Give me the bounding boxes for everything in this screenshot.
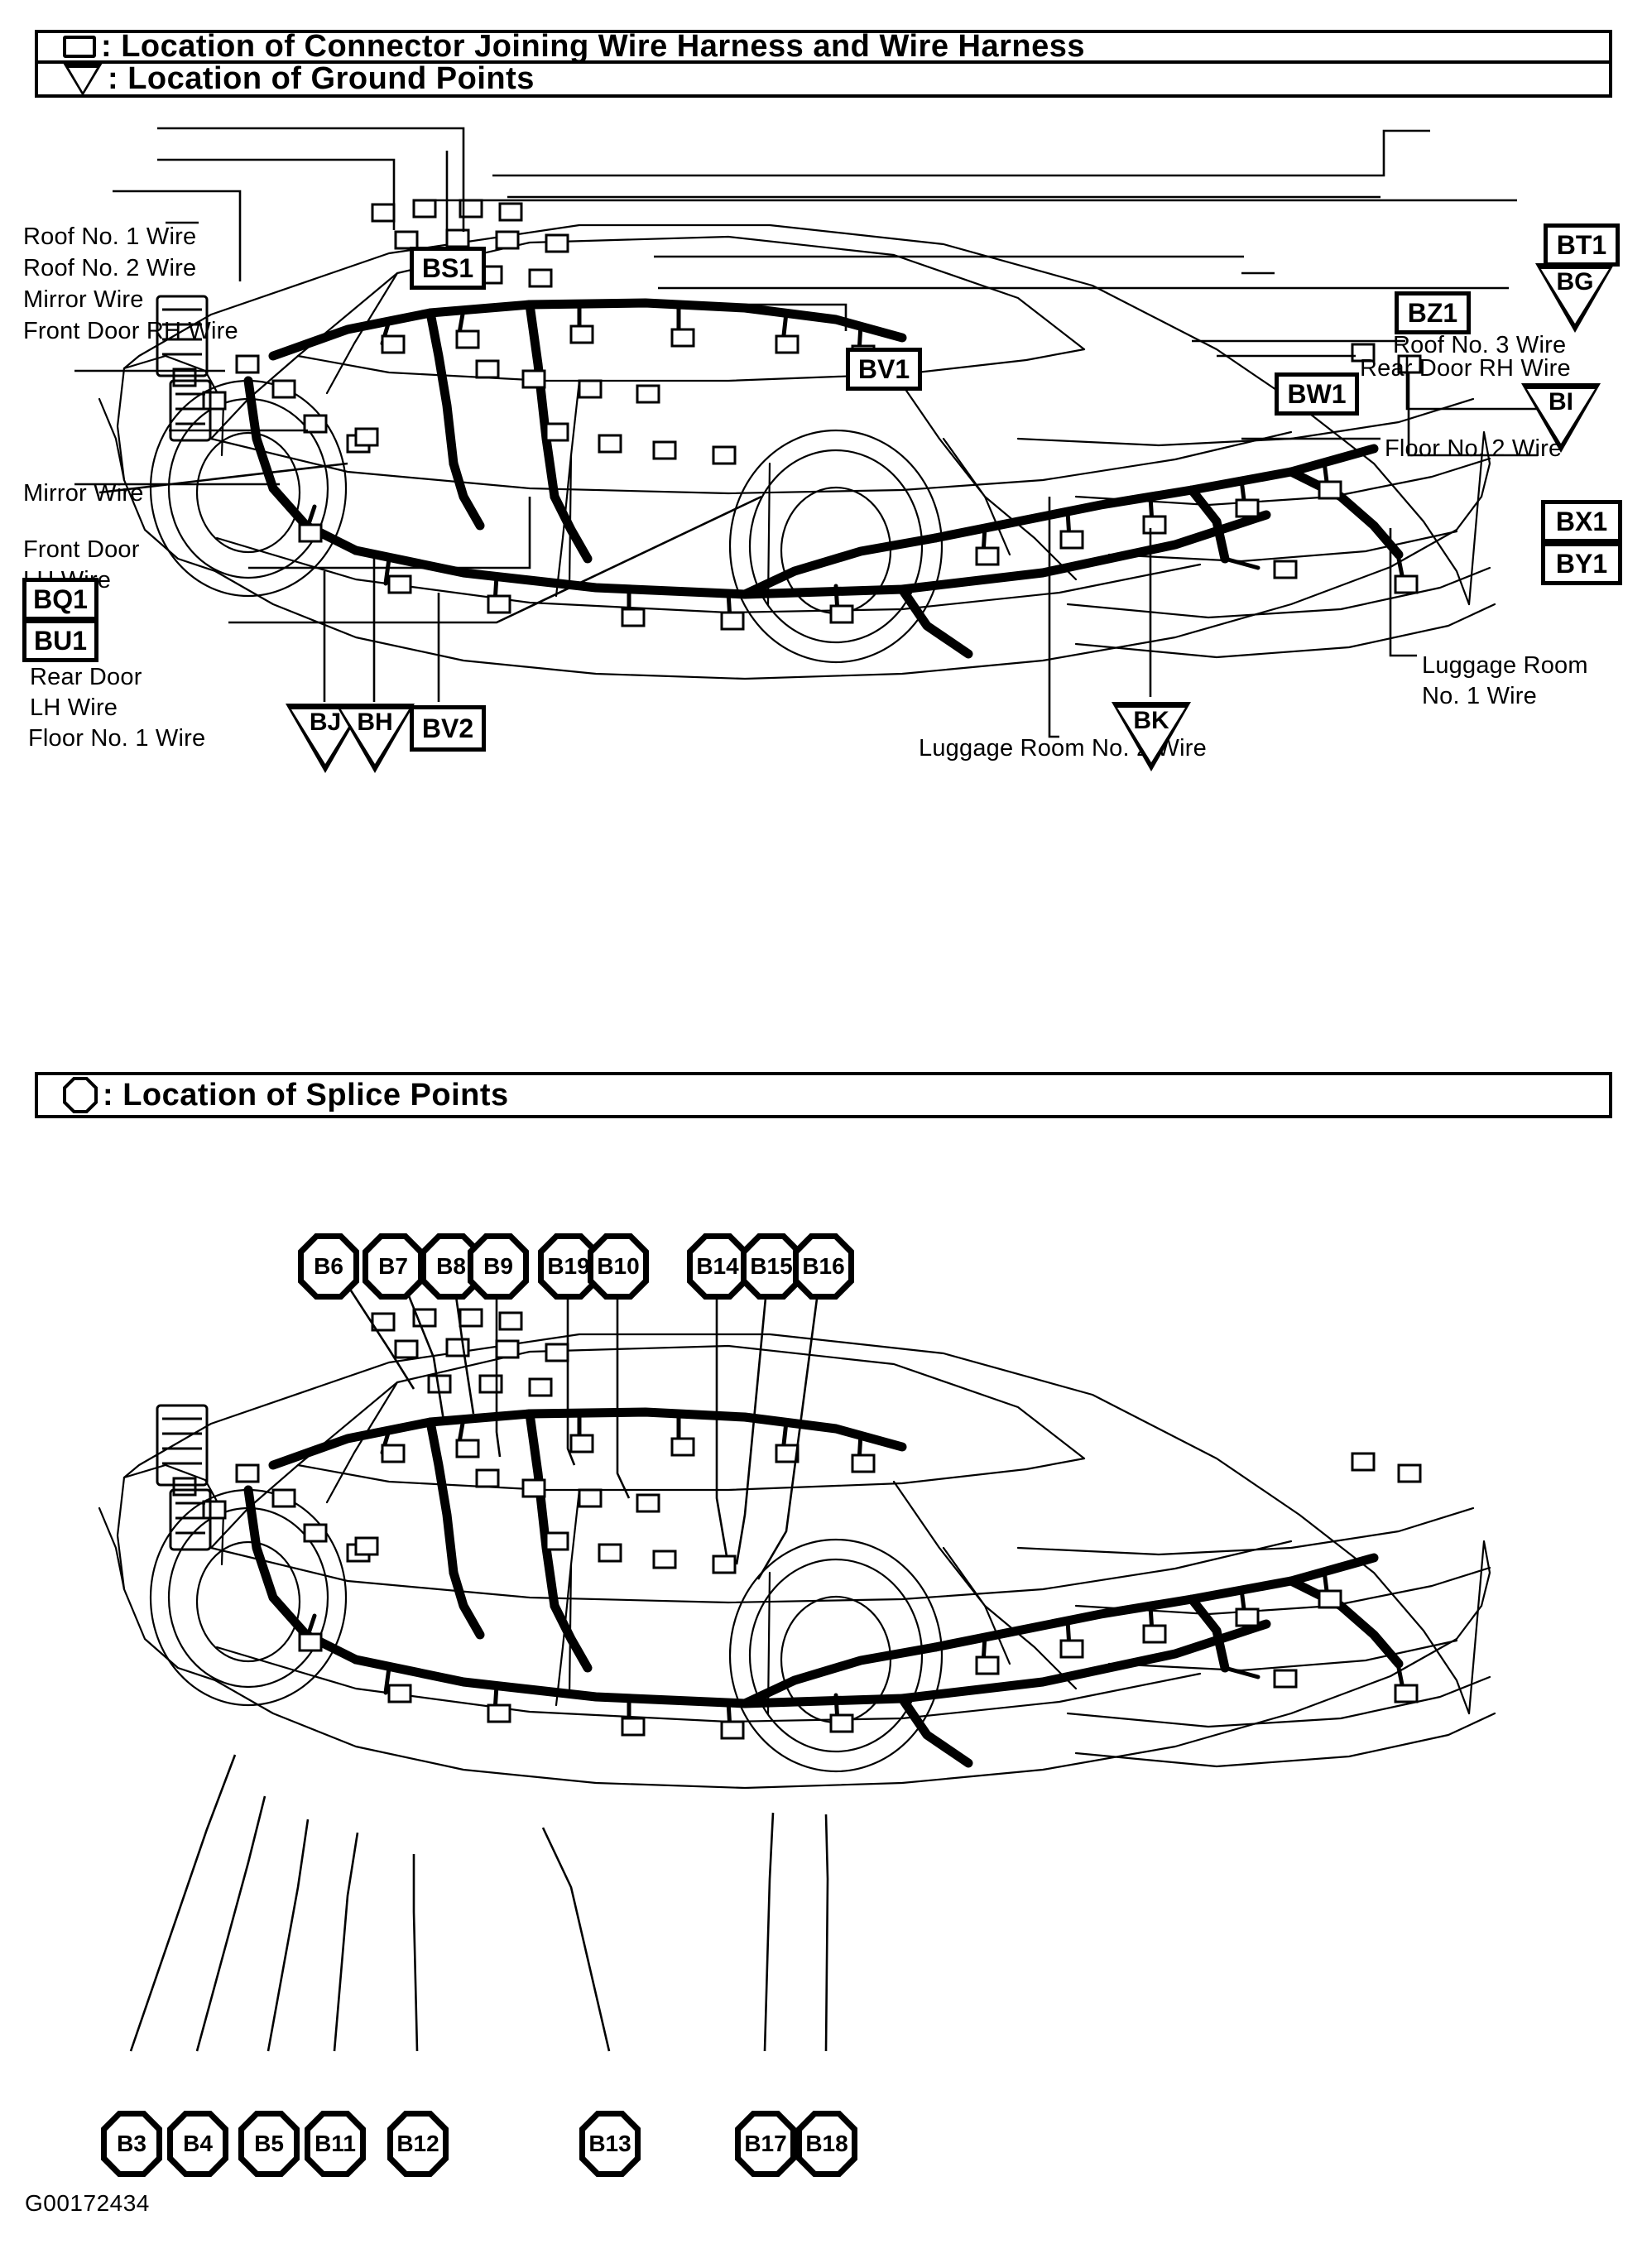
triangle-icon (63, 62, 103, 96)
legend-splice: : Location of Splice Points (35, 1072, 1612, 1118)
label-front-door-rh-wire: Front Door RH Wire (23, 318, 238, 344)
connector-bz1-label: BZ1 (1407, 298, 1458, 328)
connector-bt1[interactable]: BT1 (1544, 223, 1620, 267)
splice-b7[interactable]: B7 (363, 1233, 424, 1300)
splice-b17-label: B17 (744, 2131, 787, 2156)
connector-by1[interactable]: BY1 (1541, 542, 1622, 585)
legend-row-splice: : Location of Splice Points (38, 1075, 1609, 1115)
connector-bx1-label: BX1 (1555, 507, 1608, 536)
splice-b13[interactable]: B13 (579, 2111, 641, 2177)
leader-lines-bottom (129, 1254, 829, 2052)
splice-b9[interactable]: B9 (468, 1233, 529, 1300)
splice-b19-label: B19 (547, 1253, 590, 1279)
ground-bh[interactable]: BH (335, 704, 415, 773)
splice-b3-label: B3 (117, 2131, 146, 2156)
splice-b12[interactable]: B12 (387, 2111, 449, 2177)
connector-bv2-label: BV2 (421, 714, 474, 743)
leader-lines-top (74, 127, 1538, 738)
splice-b5-label: B5 (254, 2131, 284, 2156)
rectangle-icon (63, 36, 96, 58)
ground-bg-label: BG (1556, 268, 1594, 296)
splice-b16-label: B16 (802, 1253, 845, 1279)
connector-bs1-label: BS1 (421, 253, 474, 283)
vehicle-diagram-bottom (98, 1308, 1496, 1790)
splice-b18-label: B18 (805, 2131, 848, 2156)
splice-b11-label: B11 (315, 2131, 356, 2156)
splice-b17[interactable]: B17 (735, 2111, 796, 2177)
connector-bw1[interactable]: BW1 (1275, 372, 1359, 416)
splice-b12-label: B12 (396, 2131, 439, 2156)
legend-splice-text: : Location of Splice Points (103, 1077, 509, 1112)
label-luggage-room-no-1-wire: Luggage Room No. 1 Wire (1422, 652, 1588, 710)
connector-bz1[interactable]: BZ1 (1395, 291, 1471, 334)
label-roof-no-2-wire: Roof No. 2 Wire (23, 255, 197, 281)
connector-bq1-label: BQ1 (33, 584, 88, 614)
splice-b6-label: B6 (314, 1253, 343, 1279)
label-rear-door-lh-wire: Rear Door LH Wire (30, 664, 142, 722)
connector-bv1-label: BV1 (857, 354, 910, 384)
legend-connector-ground: : Location of Connector Joining Wire Har… (35, 29, 1612, 98)
splice-b7-label: B7 (378, 1253, 408, 1279)
octagon-icon (63, 1077, 98, 1113)
splice-b16[interactable]: B16 (793, 1233, 854, 1300)
connector-bv2[interactable]: BV2 (410, 705, 486, 752)
splice-b6[interactable]: B6 (298, 1233, 359, 1300)
connector-bu1[interactable]: BU1 (22, 619, 98, 662)
label-rear-door-rh-wire: Rear Door RH Wire (1360, 355, 1571, 382)
ground-bh-label: BH (357, 709, 393, 736)
splice-b3[interactable]: B3 (101, 2111, 162, 2177)
legend-ground-text: : Location of Ground Points (108, 61, 535, 96)
splice-b8-label: B8 (436, 1253, 466, 1279)
splice-b5[interactable]: B5 (238, 2111, 300, 2177)
legend-connector-text: : Location of Connector Joining Wire Har… (101, 29, 1085, 64)
connector-bv1[interactable]: BV1 (846, 348, 922, 391)
splice-b4[interactable]: B4 (167, 2111, 228, 2177)
connector-bu1-label: BU1 (33, 626, 87, 656)
label-mirror-wire-top: Mirror Wire (23, 286, 144, 313)
splice-b11[interactable]: B11 (305, 2111, 366, 2177)
label-mirror-wire-left: Mirror Wire (23, 480, 144, 507)
connector-bx1[interactable]: BX1 (1541, 500, 1622, 543)
splice-b4-label: B4 (183, 2131, 213, 2156)
label-roof-no-3-wire: Roof No. 3 Wire (1393, 332, 1567, 358)
figure-code: G00172434 (25, 2190, 150, 2216)
splice-b19[interactable]: B19 (538, 1233, 599, 1300)
connector-by1-label: BY1 (1555, 549, 1608, 579)
splice-b14[interactable]: B14 (687, 1233, 748, 1300)
connector-bs1[interactable]: BS1 (410, 247, 486, 290)
ground-bi-label: BI (1549, 388, 1573, 416)
splice-b10[interactable]: B10 (588, 1233, 649, 1300)
legend-row-connector: : Location of Connector Joining Wire Har… (38, 29, 1609, 64)
ground-bj-label: BJ (309, 709, 342, 736)
label-luggage-room-no-2-wire: Luggage Room No. 2 Wire (919, 735, 1207, 762)
legend-row-ground: : Location of Ground Points (38, 61, 1609, 96)
splice-b15[interactable]: B15 (741, 1233, 802, 1300)
label-roof-no-1-wire: Roof No. 1 Wire (23, 223, 197, 250)
connector-bq1[interactable]: BQ1 (22, 578, 98, 621)
ground-bk-label: BK (1133, 707, 1169, 734)
splice-b9-label: B9 (483, 1253, 513, 1279)
label-floor-no-1-wire: Floor No. 1 Wire (28, 725, 206, 752)
splice-b14-label: B14 (696, 1253, 739, 1279)
ground-bi[interactable]: BI (1521, 383, 1601, 453)
connector-bt1-label: BT1 (1556, 230, 1607, 260)
connector-bw1-label: BW1 (1287, 379, 1347, 409)
ground-bg[interactable]: BG (1535, 263, 1615, 333)
splice-b10-label: B10 (597, 1253, 640, 1279)
splice-b13-label: B13 (588, 2131, 631, 2156)
splice-b18[interactable]: B18 (796, 2111, 857, 2177)
ground-bk[interactable]: BK (1112, 702, 1191, 771)
splice-b15-label: B15 (750, 1253, 793, 1279)
